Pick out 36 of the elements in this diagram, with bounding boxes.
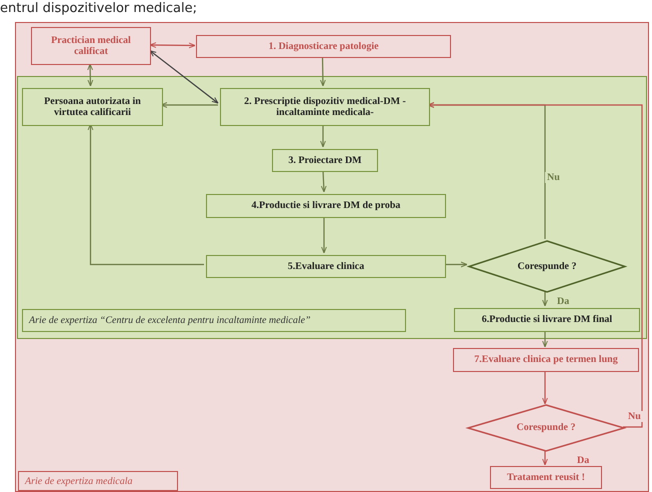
arrow (542, 290, 548, 306)
arrow (320, 170, 327, 192)
arrow (160, 102, 218, 108)
process-box: 1. Diagnosticare patologie (196, 35, 451, 58)
arrow (428, 102, 643, 428)
decision-text: Corespunde ? (517, 260, 577, 272)
arrow (320, 56, 326, 86)
arrow (321, 216, 327, 254)
arrow (542, 371, 548, 404)
process-box: 3. Proiectare DM (272, 149, 378, 172)
arrow (320, 124, 326, 148)
edge-label: Nu (545, 172, 562, 183)
heading-text: entrul dispozitivelor medicale; (0, 1, 198, 16)
arrow (150, 50, 218, 104)
arrow (150, 42, 196, 48)
arrow (87, 64, 94, 86)
process-box: 4.Productie si livrare DM de proba (206, 194, 446, 218)
arrow (542, 450, 548, 466)
edge-label: Nu (626, 411, 643, 422)
process-box: Tratament reusit ! (490, 466, 602, 489)
decision-text: Corespunde ? (516, 422, 576, 434)
process-box: 2. Prescriptie dispozitiv medical-DM -incaltaminte medicala- (220, 88, 430, 126)
process-box: 6.Productie si livrare DM final (454, 308, 640, 332)
arrow (88, 124, 204, 266)
process-box: 7.Evaluare clinica pe termen lung (453, 348, 639, 372)
edge-label: Da (575, 455, 592, 466)
process-box: Persoana autorizata in virtutea calificarii (22, 88, 163, 126)
edge-label: Da (555, 296, 572, 307)
area-label: Arie de expertiza medicala (18, 471, 178, 491)
expertise-area-panel (15, 22, 649, 492)
arrow (542, 330, 548, 348)
area-label: Arie de expertiza “Centru de excelenta pentru incaltaminte medicale” (22, 309, 406, 332)
process-box: Practician medical calificat (31, 27, 151, 65)
expertise-area-panel (17, 76, 647, 339)
arrow (444, 262, 468, 268)
process-box: 5.Evaluare clinica (206, 255, 446, 278)
